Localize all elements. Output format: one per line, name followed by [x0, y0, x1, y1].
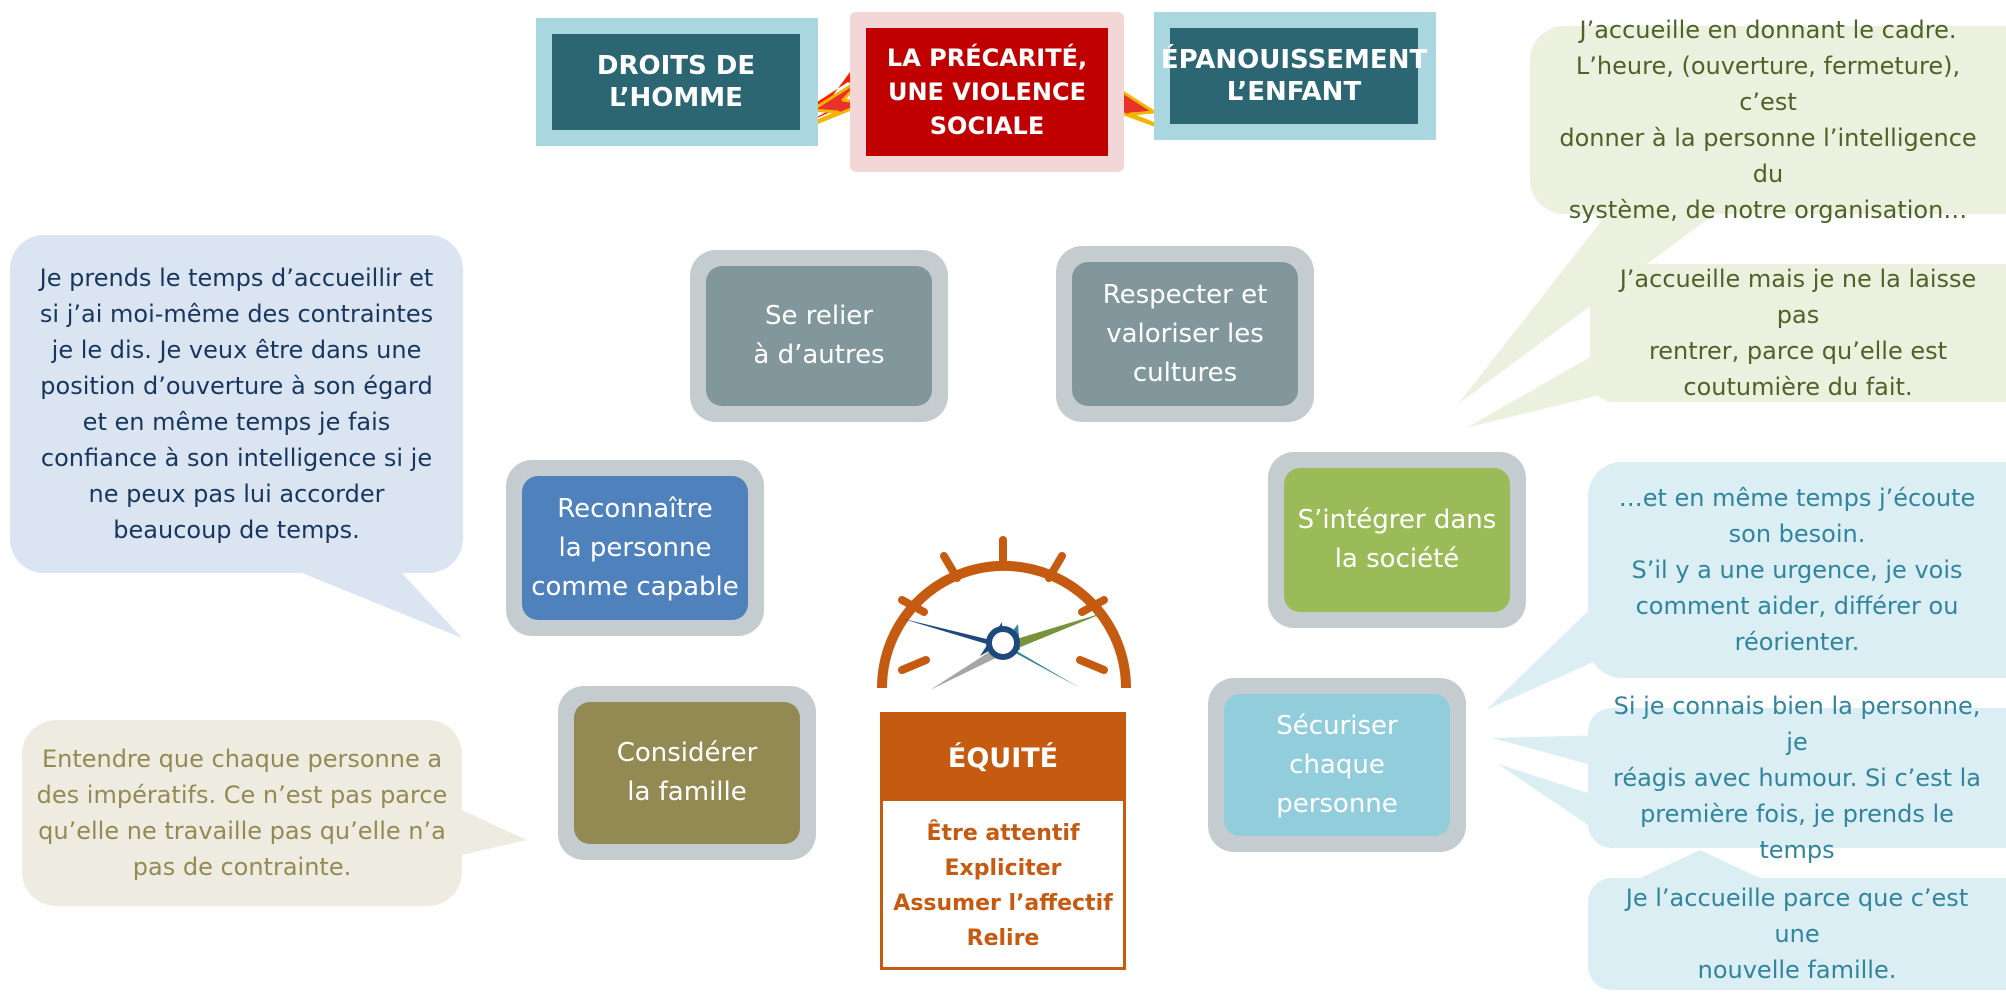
bubble-tail-blue-2: [1492, 735, 1610, 770]
tile-integrer-line-1: S’intégrer dans: [1297, 505, 1497, 535]
tile-securiser-line-1: Sécuriser: [1276, 710, 1398, 741]
bubble-tail-green-2: [1466, 340, 1620, 428]
equite-item: Être attentif: [926, 821, 1080, 846]
tile-reconnaitre-line-1: Reconnaître: [557, 493, 713, 524]
bubble-line: S’il y a une urgence, je vois: [1631, 556, 1963, 584]
header-left-line-1: DROITS DE: [596, 51, 756, 81]
lightning-bolt-icon: [804, 72, 852, 124]
bubble-tail-blue-1: [1486, 580, 1620, 710]
tile-respecter-line-2: valoriser les: [1106, 318, 1264, 349]
bubble-tail-blue-3: [1640, 850, 1760, 878]
equite-item: Relire: [966, 926, 1040, 951]
bubble-line: Je l’accueille parce que c’est une: [1625, 884, 1969, 948]
bubble-right-blue-3: Je l’accueille parce que c’est une nouve…: [1588, 878, 2006, 990]
bubble-left-beige: Entendre que chaque personne a des impér…: [22, 720, 462, 906]
tile-reconnaitre: Reconnaître la personne comme capable: [506, 460, 764, 636]
bubble-right-green-1: J’accueille en donnant le cadre. L’heure…: [1530, 16, 2006, 224]
bubble-line: J’accueille mais je ne la laisse pas: [1619, 265, 1977, 329]
tile-reconnaitre-line-2: la personne: [558, 532, 712, 563]
bubble-line: ne peux pas lui accorder: [88, 480, 385, 508]
tile-respecter: Respecter et valoriser les cultures: [1056, 246, 1314, 422]
tile-integrer-line-2: la société: [1334, 544, 1460, 574]
bubble-line: Si je connais bien la personne, je: [1613, 692, 1981, 756]
equite-title: ÉQUITÉ: [883, 715, 1123, 801]
header-right-line-2: L’ENFANT: [1226, 77, 1362, 107]
bubble-line: réorienter.: [1734, 628, 1860, 656]
bubble-line: nouvelle famille.: [1697, 956, 1897, 984]
tile-considerer-line-2: la famille: [627, 777, 747, 807]
bubble-line: donner à la personne l’intelligence du: [1559, 124, 1977, 188]
header-left-line-2: L’HOMME: [609, 83, 743, 113]
tile-considerer-line-1: Considérer: [616, 738, 758, 768]
bubble-tail-green-1: [1458, 210, 1720, 404]
compass-gauge-icon: [877, 536, 1131, 690]
header-right-line-1: ÉPANOUISSEMENT: [1160, 45, 1428, 75]
bubble-tail-blue-2b: [1498, 764, 1610, 840]
bubble-line: des impératifs. Ce n’est pas parce: [36, 781, 448, 809]
bubble-right-green-2: J’accueille mais je ne la laisse pas ren…: [1590, 264, 2006, 402]
bubble-line: L’heure, (ouverture, fermeture), c’est: [1575, 52, 1961, 116]
tile-respecter-line-3: cultures: [1132, 357, 1238, 388]
header-box-precarite: LA PRÉCARITÉ, UNE VIOLENCE SOCIALE: [850, 12, 1124, 172]
equite-item: Assumer l’affectif: [893, 891, 1113, 916]
tile-reconnaitre-line-3: comme capable: [531, 571, 739, 602]
tile-se-relier: Se relier à d’autres: [690, 250, 948, 422]
tile-se-relier-line-1: Se relier: [764, 301, 873, 331]
bubble-line: je le dis. Je veux être dans une: [51, 336, 422, 364]
bubble-line: si j’ai moi-même des contraintes: [39, 300, 434, 328]
bubble-right-blue-1: …et en même temps j’écoute son besoin. S…: [1588, 462, 2006, 678]
bubble-line: J’accueille en donnant le cadre.: [1579, 16, 1957, 44]
equite-item: Expliciter: [944, 856, 1062, 881]
header-box-droits: DROITS DE L’HOMME: [536, 18, 818, 146]
bubble-line: système, de notre organisation…: [1568, 196, 1968, 224]
bubble-right-blue-2: Si je connais bien la personne, je réagi…: [1588, 692, 2006, 864]
tile-se-relier-line-2: à d’autres: [753, 340, 885, 370]
equite-box: ÉQUITÉ Être attentif Expliciter Assumer …: [880, 712, 1126, 970]
tile-securiser-line-3: personne: [1276, 788, 1398, 819]
header-center-line-3: SOCIALE: [929, 112, 1045, 140]
bubble-line: confiance à son intelligence si je: [40, 444, 433, 472]
bubble-line: première fois, je prends le temps: [1640, 800, 1954, 864]
header-box-epanouissement: ÉPANOUISSEMENT L’ENFANT: [1154, 12, 1436, 140]
bubble-line: coutumière du fait.: [1683, 373, 1913, 401]
bubble-line: rentrer, parce qu’elle est: [1648, 337, 1948, 365]
bubble-line: comment aider, différer ou: [1635, 592, 1959, 620]
tile-respecter-line-1: Respecter et: [1102, 279, 1268, 310]
header-center-line-2: UNE VIOLENCE: [887, 78, 1086, 106]
bubble-line: position d’ouverture à son égard: [40, 372, 433, 400]
tile-considerer: Considérer la famille: [558, 686, 816, 860]
bubble-line: et en même temps je fais: [82, 408, 391, 436]
bubble-line: qu’elle ne travaille pas qu’elle n’a: [38, 817, 446, 845]
bubble-line: beaucoup de temps.: [113, 516, 360, 544]
bubble-tail-left-blue: [270, 560, 462, 638]
bubble-line: son besoin.: [1728, 520, 1866, 548]
tile-integrer: S’intégrer dans la société: [1268, 452, 1526, 628]
header-center-line-1: LA PRÉCARITÉ,: [886, 44, 1088, 72]
tile-securiser-line-2: chaque: [1289, 749, 1385, 780]
bubble-left-blue: Je prends le temps d’accueillir et si j’…: [10, 235, 463, 573]
bubble-line: Je prends le temps d’accueillir et: [39, 264, 434, 292]
bubble-line: réagis avec humour. Si c’est la: [1612, 764, 1981, 792]
tile-securiser: Sécuriser chaque personne: [1208, 678, 1466, 852]
equite-items: Être attentif Expliciter Assumer l’affec…: [883, 811, 1123, 961]
bubble-line: pas de contrainte.: [132, 853, 352, 881]
bubble-line: …et en même temps j’écoute: [1618, 484, 1976, 512]
bubble-line: Entendre que chaque personne a: [41, 745, 443, 773]
